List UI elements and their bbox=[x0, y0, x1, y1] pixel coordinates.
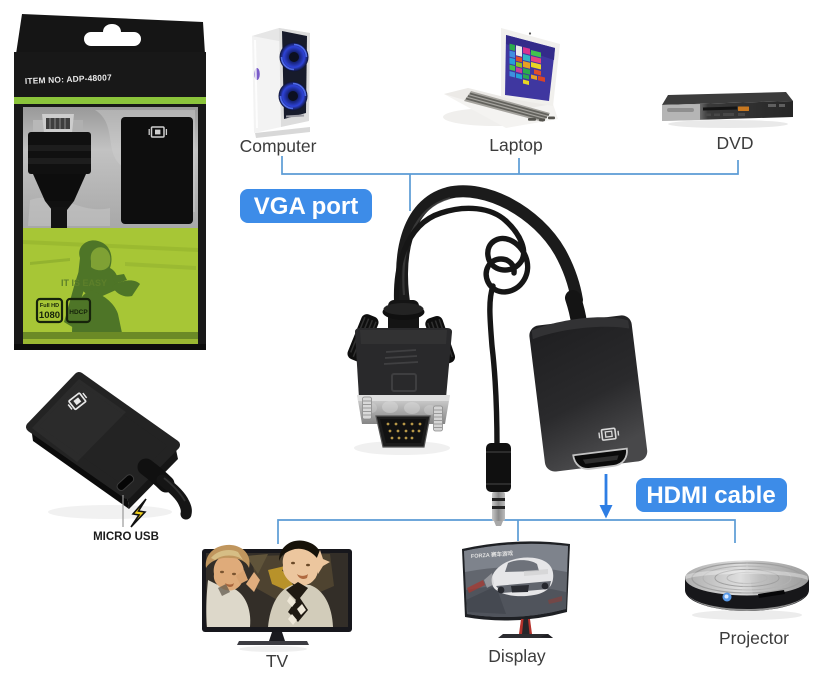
svg-text:HDMI cable: HDMI cable bbox=[646, 482, 775, 509]
svg-text:ITEM NO: ADP-48007: ITEM NO: ADP-48007 bbox=[25, 72, 113, 86]
svg-text:Laptop: Laptop bbox=[489, 135, 543, 155]
svg-text:TV: TV bbox=[266, 651, 289, 671]
svg-text:Full HD: Full HD bbox=[40, 303, 59, 309]
svg-text:DVD: DVD bbox=[717, 133, 754, 153]
svg-text:MICRO USB: MICRO USB bbox=[93, 531, 159, 543]
svg-text:VGA port: VGA port bbox=[254, 193, 358, 220]
svg-text:HDCP: HDCP bbox=[69, 309, 88, 316]
svg-text:IT IS EASY: IT IS EASY bbox=[61, 278, 107, 288]
svg-text:Display: Display bbox=[488, 646, 546, 666]
svg-text:FORZA 赛车游戏: FORZA 赛车游戏 bbox=[471, 549, 514, 560]
svg-text:Projector: Projector bbox=[719, 628, 789, 648]
svg-text:Computer: Computer bbox=[240, 136, 317, 156]
svg-text:1080: 1080 bbox=[39, 310, 60, 321]
